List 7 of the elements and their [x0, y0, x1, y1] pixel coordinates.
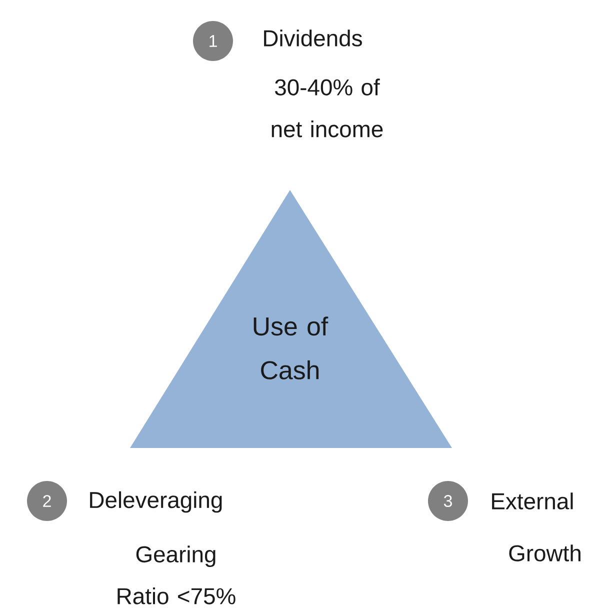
heading: Dividends: [264, 30, 362, 46]
description: Growth: [509, 544, 580, 562]
triangle: Use of Cash: [130, 190, 452, 448]
description: Gearing Ratio <75%: [118, 546, 236, 604]
heading: Deleveraging: [90, 491, 222, 513]
description: 30-40% of net income: [272, 78, 383, 138]
heading: External: [492, 492, 573, 510]
